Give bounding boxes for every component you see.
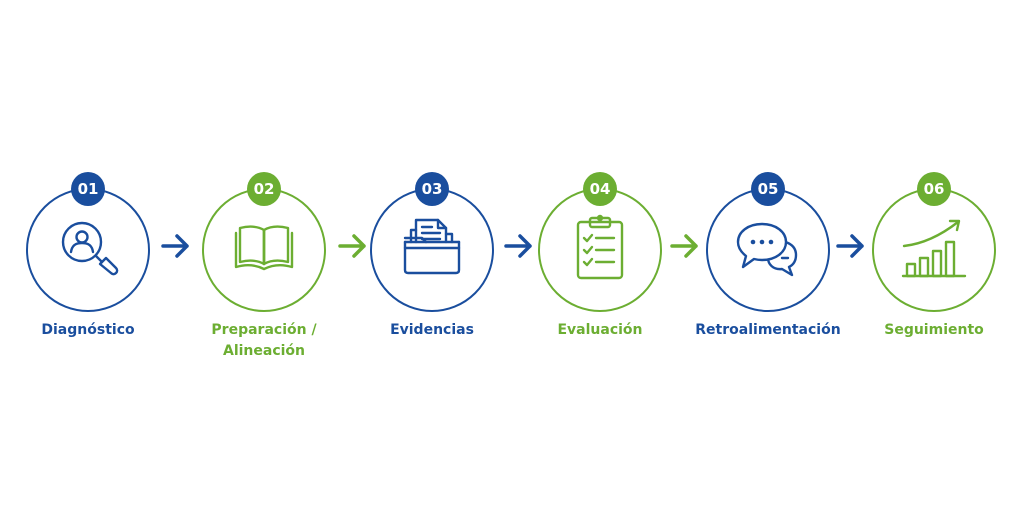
step-label: Seguimiento	[884, 322, 984, 338]
step-seguimiento: 06 Seguimiento	[846, 168, 1024, 368]
step-evaluacion: 04 Evaluación	[512, 168, 692, 368]
growth-chart-icon	[901, 219, 967, 278]
step-preparacion: 02 Preparación / Alineación	[176, 168, 356, 368]
arrow-right-icon	[338, 234, 366, 258]
step-evidencias: 03 Evidencias	[344, 168, 524, 368]
step-number-badge: 03	[415, 172, 449, 206]
arrow-right-icon	[670, 234, 698, 258]
step-label: Evidencias	[390, 322, 474, 338]
arrow-right-icon	[504, 234, 532, 258]
folder-documents-icon	[403, 218, 461, 275]
step-label: Preparación / Alineación	[211, 322, 317, 359]
step-number-badge: 05	[751, 172, 785, 206]
chat-bubbles-icon	[736, 222, 798, 277]
magnifier-user-icon	[61, 221, 119, 276]
open-book-icon	[234, 225, 294, 271]
step-diagnostico: 01 Diagnóstico	[0, 168, 180, 368]
clipboard-checklist-icon	[576, 214, 624, 280]
step-number-badge: 06	[917, 172, 951, 206]
step-number-badge: 01	[71, 172, 105, 206]
step-number-badge: 04	[583, 172, 617, 206]
step-retroalimentacion: 05 Retroalimentación	[680, 168, 860, 368]
step-number-badge: 02	[247, 172, 281, 206]
step-label: Evaluación	[557, 322, 643, 338]
step-label: Retroalimentación	[695, 322, 841, 338]
arrow-right-icon	[161, 234, 189, 258]
step-circle	[370, 188, 494, 312]
arrow-right-icon	[836, 234, 864, 258]
step-label: Diagnóstico	[41, 322, 135, 338]
